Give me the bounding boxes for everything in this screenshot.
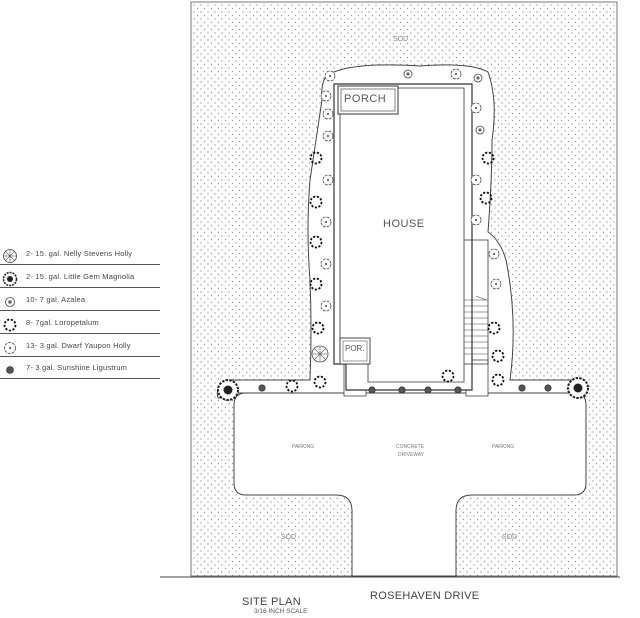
street-name-label: ROSEHAVEN DRIVE xyxy=(370,590,480,602)
loropetalum-plant xyxy=(313,375,327,389)
loropetalum-plant xyxy=(309,235,323,249)
nelly-stevens-holly-icon xyxy=(3,249,17,263)
yaupon-plant xyxy=(470,214,482,226)
sod-label-right: SOD xyxy=(502,534,518,541)
yaupon-plant xyxy=(490,278,502,290)
yaupon-plant xyxy=(488,248,500,260)
sod-label-top: SOD xyxy=(393,36,409,43)
ligustrum-plant xyxy=(368,386,376,394)
loropetalum-plant xyxy=(309,151,323,165)
yaupon-plant xyxy=(320,300,332,312)
legend-label: 2- 15. gal. Nelly Stevens Holly xyxy=(26,249,133,258)
sod-label-left: SOD xyxy=(281,534,297,541)
back-porch-label: POR. xyxy=(345,344,365,353)
legend-label: 10- 7 gal. Azalea xyxy=(26,295,86,304)
legend-label: 8- 7gal. Loropetalum xyxy=(26,318,99,327)
ligustrum-plant xyxy=(454,386,462,394)
concrete-driveway xyxy=(233,392,587,577)
legend-row: 2- 15. gal. Nelly Stevens Holly xyxy=(0,247,160,265)
legend-row: 13- 3 gal. Dwarf Yaupon Holly xyxy=(0,339,160,357)
stairs xyxy=(464,299,488,355)
loropetalum-plant xyxy=(311,321,325,335)
house-outer-wall xyxy=(333,83,473,391)
site-plan-title: SITE PLAN xyxy=(242,596,301,608)
porch-label: PORCH xyxy=(344,93,387,105)
scale-label: 3/16 INCH SCALE xyxy=(254,608,308,615)
legend-row: 8- 7gal. Loropetalum xyxy=(0,316,160,334)
legend-label: 2- 15. gal. Little Gem Magnolia xyxy=(26,272,135,281)
holly-plant xyxy=(311,345,329,363)
house-label: HOUSE xyxy=(383,218,425,230)
yaupon-plant xyxy=(470,174,482,186)
dwarf-yaupon-holly-icon xyxy=(4,342,16,354)
ligustrum-plant xyxy=(518,384,526,392)
loropetalum-plant xyxy=(491,349,505,363)
yaupon-plant xyxy=(322,130,334,142)
sunshine-ligustrum-icon xyxy=(6,366,14,374)
loropetalum-plant xyxy=(487,321,501,335)
yaupon-plant xyxy=(322,108,334,120)
loropetalum-plant xyxy=(309,277,323,291)
yaupon-plant xyxy=(320,216,332,228)
azalea-plant xyxy=(473,73,483,83)
magnolia-plant xyxy=(567,377,589,399)
yaupon-plant xyxy=(324,70,336,82)
plant-symbols xyxy=(217,68,589,401)
yaupon-plant xyxy=(322,174,334,186)
ligustrum-plant xyxy=(258,384,266,392)
loropetalum-plant xyxy=(491,373,505,387)
legend-row: 7- 3 gal. Sunshine Ligustrum xyxy=(0,361,160,379)
yaupon-plant xyxy=(320,258,332,270)
legend-label: 13- 3 gal. Dwarf Yaupon Holly xyxy=(26,341,131,350)
little-gem-magnolia-icon xyxy=(2,271,18,287)
ligustrum-plant xyxy=(398,386,406,394)
legend-label: 7- 3 gal. Sunshine Ligustrum xyxy=(26,363,128,372)
loropetalum-plant xyxy=(285,379,299,393)
back-porch xyxy=(339,337,371,365)
yaupon-plant xyxy=(320,90,332,102)
porch xyxy=(337,85,399,115)
legend-row: 10- 7 gal. Azalea xyxy=(0,293,160,311)
parking-label-right: PARKING xyxy=(492,444,515,450)
azalea-icon xyxy=(5,297,15,307)
ligustrum-plant xyxy=(544,384,552,392)
loropetalum-plant xyxy=(441,369,455,383)
yaupon-plant xyxy=(470,102,482,114)
loropetalum-plant xyxy=(309,195,323,209)
yaupon-plant xyxy=(450,68,462,80)
legend-row: 2- 15. gal. Little Gem Magnolia xyxy=(0,270,160,288)
ligustrum-plant xyxy=(424,386,432,394)
loropetalum-plant xyxy=(481,151,495,165)
loropetalum-icon xyxy=(3,318,17,332)
loropetalum-plant xyxy=(479,191,493,205)
azalea-plant xyxy=(403,69,413,79)
parking-label-left: PARKING xyxy=(292,444,315,450)
side-deck xyxy=(464,239,489,365)
magnolia-plant xyxy=(217,379,239,401)
azalea-plant xyxy=(475,125,485,135)
driveway-label-line1: CONCRETE xyxy=(396,444,425,450)
driveway-label-line2: DRIVEWAY xyxy=(398,452,425,458)
